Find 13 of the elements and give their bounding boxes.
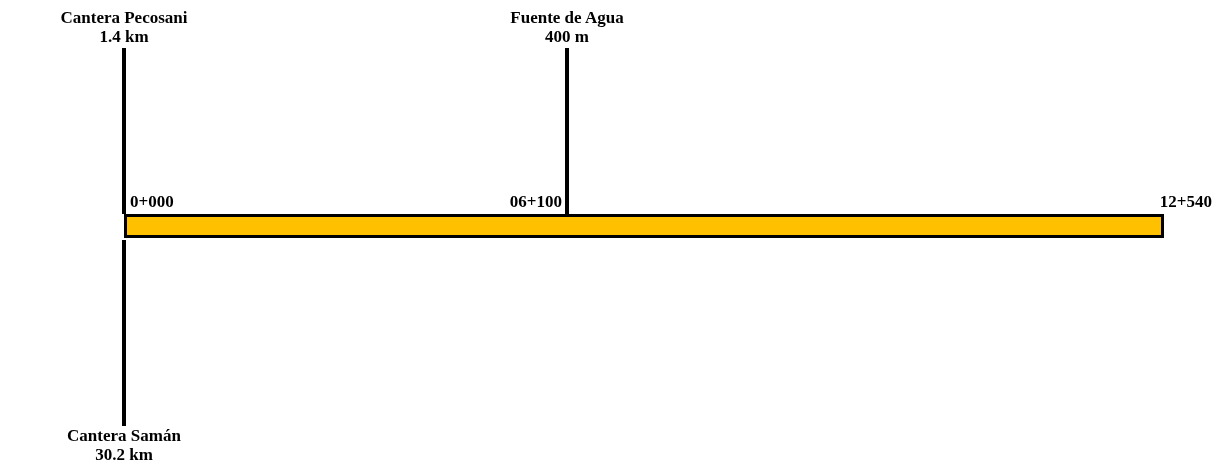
site-name: Cantera Samán [66,426,182,445]
station-label: 0+000 [130,192,174,212]
road-bar [124,214,1164,238]
leader-line [122,240,126,426]
site-name: Cantera Pecosani [59,8,189,27]
station-label: 12+540 [1159,192,1212,212]
leader-line [122,48,126,214]
distance-label: 400 m [544,27,590,46]
leader-line [565,48,569,214]
distance-label: 30.2 km [94,445,154,464]
distance-label: 1.4 km [98,27,150,46]
station-label: 06+100 [509,192,562,212]
site-name: Fuente de Agua [509,8,625,27]
